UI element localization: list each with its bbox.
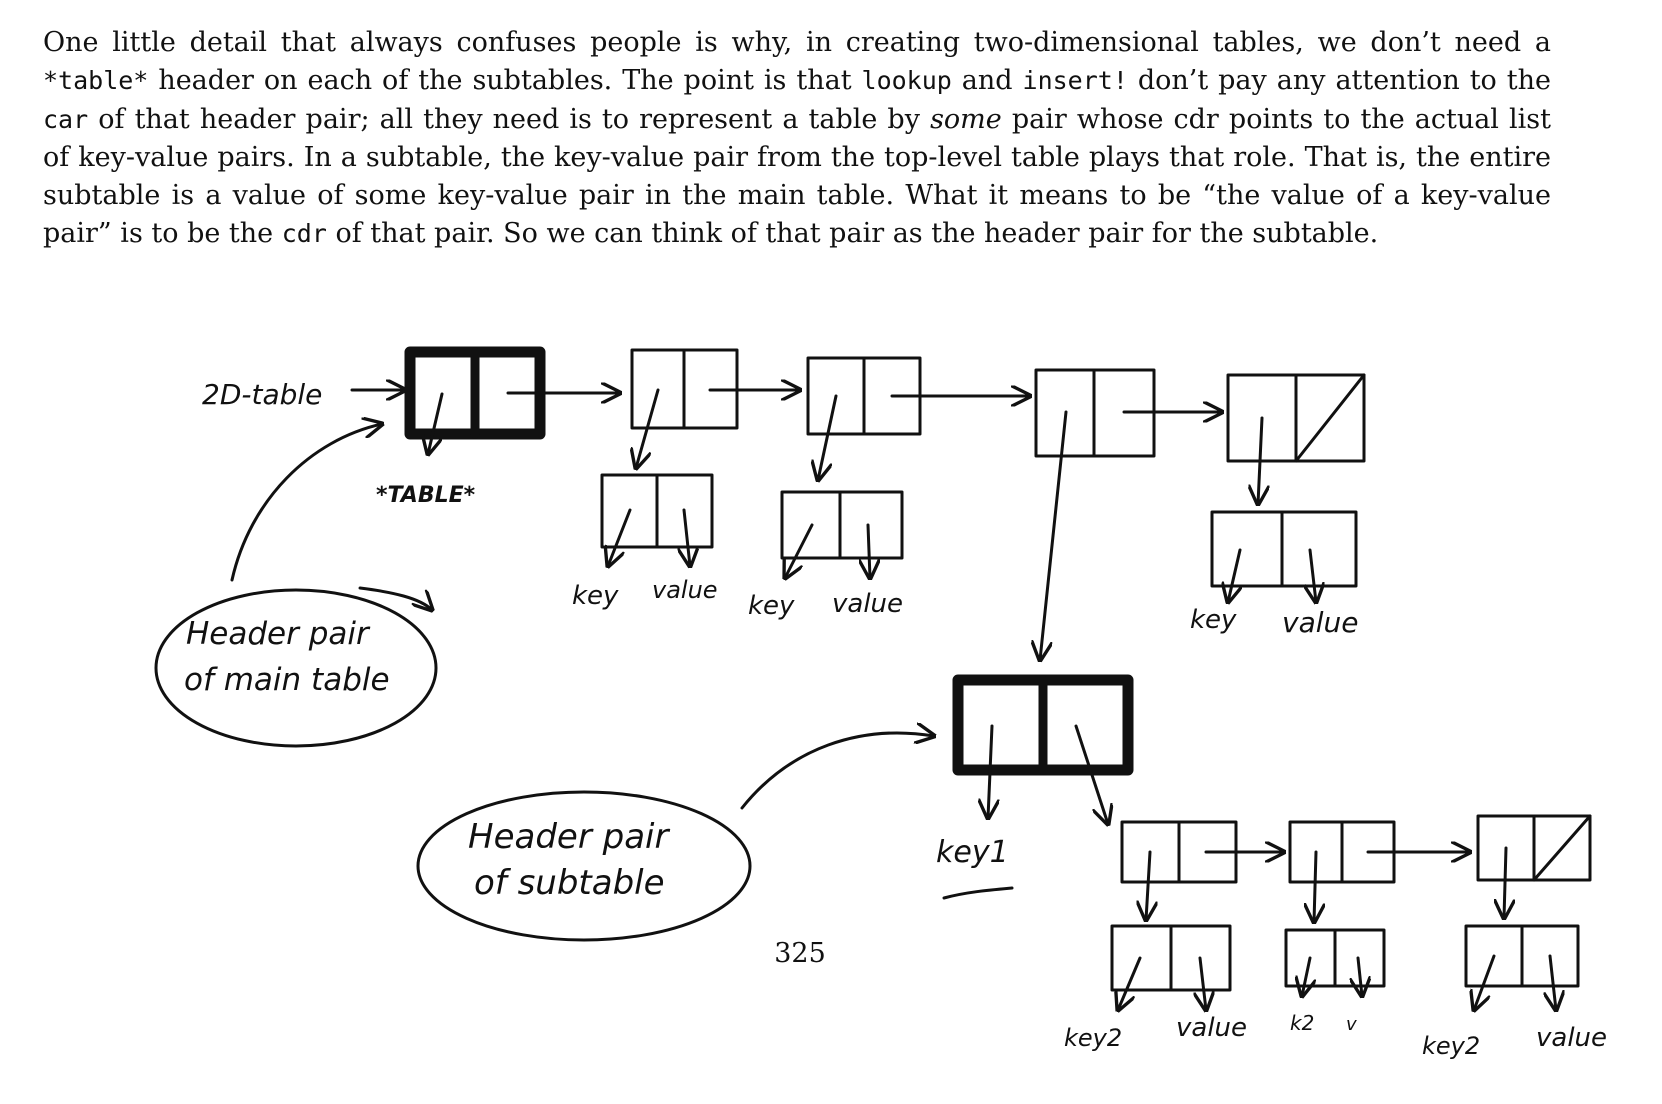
code-lookup: lookup (861, 66, 952, 96)
text-run: of that header pair; all they need is to… (88, 103, 931, 135)
record3-value-label: value (1282, 606, 1358, 639)
callout-subtable (416, 733, 934, 942)
sub-record3-value-label: value (1536, 1023, 1607, 1053)
text-run: pair whose cdr points to the actual list… (43, 103, 1551, 250)
sub-record-pair-3 (1464, 924, 1580, 1010)
record3-key-label: key (1190, 605, 1237, 635)
record-pair-3 (1210, 510, 1358, 602)
body-paragraph: One little detail that always confuses p… (43, 24, 1551, 254)
text-run: of that pair. So we can think of that pa… (326, 218, 1379, 250)
subtable-key-label: key1 (936, 835, 1009, 870)
sub-record1-value-label: value (1176, 1013, 1247, 1043)
emphasis-some: some (930, 103, 1002, 135)
sub-record2-key-label: k2 (1290, 1011, 1314, 1035)
text-run: don’t pay any attention to the (1127, 65, 1551, 97)
table-symbol-label: *TABLE* (376, 483, 476, 508)
record-pair-2 (780, 490, 904, 578)
code-insert: insert! (1022, 66, 1128, 96)
sub-record-pair-1 (1110, 924, 1232, 1010)
record2-key-label: key (748, 591, 795, 621)
sub-spine-pair-1 (1120, 820, 1284, 920)
callout-main-line2: of main table (184, 662, 390, 698)
sub-record1-key-label: key2 (1064, 1024, 1122, 1052)
main-header-pair (404, 346, 620, 454)
code-cdr: cdr (281, 219, 327, 249)
record1-key-label: key (572, 581, 619, 611)
text-run: and (951, 65, 1023, 97)
record1-value-label: value (652, 576, 718, 604)
key1-underline (942, 886, 1014, 900)
spine-pair-3 (1036, 368, 1222, 660)
sub-record2-value-label: v (1346, 1014, 1357, 1035)
callout-sub-line1: Header pair (468, 817, 670, 857)
callout-main-line1: Header pair (186, 616, 371, 652)
sub-record3-key-label: key2 (1422, 1032, 1480, 1060)
record2-value-label: value (832, 589, 903, 619)
box-pointer-diagram: 2D-table *TABLE* Header pair of main tab… (154, 346, 1607, 1060)
entry-label: 2D-table (202, 378, 322, 411)
sub-spine-pair-2 (1288, 820, 1470, 922)
text-run: header on each of the subtables. The poi… (148, 65, 862, 97)
code-car: car (43, 104, 89, 134)
subtable-header-pair (952, 674, 1134, 824)
sub-record-pair-2 (1284, 928, 1386, 996)
record-pair-1 (600, 473, 714, 566)
text-run: One little detail that always confuses p… (43, 27, 1551, 58)
callout-sub-line2: of subtable (474, 863, 665, 903)
sub-spine-pair-3 (1476, 814, 1592, 918)
spine-pair-1 (632, 348, 800, 468)
code-table: *table* (43, 66, 149, 96)
page-number: 325 (774, 938, 826, 969)
spine-pair-2 (806, 356, 1030, 480)
callout-main-table (154, 424, 438, 748)
spine-pair-4 (1226, 373, 1366, 504)
